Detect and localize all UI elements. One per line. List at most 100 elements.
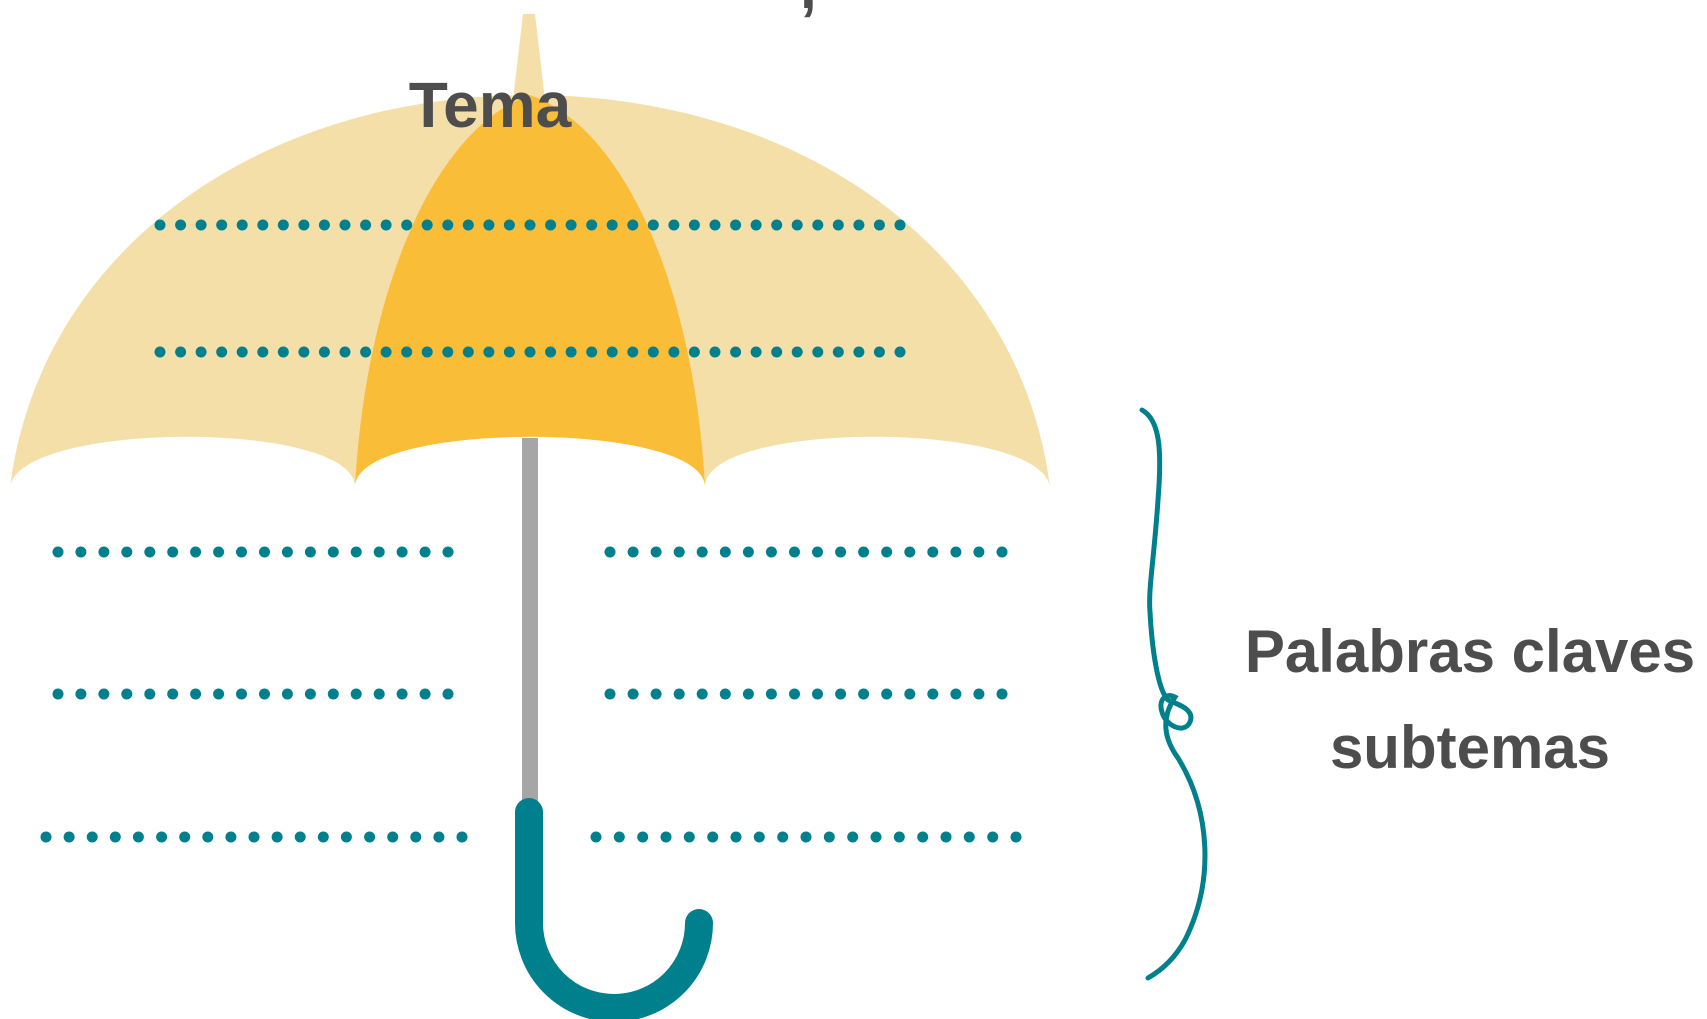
dot (627, 688, 639, 700)
dot (167, 688, 179, 700)
dot (586, 346, 598, 358)
dot (401, 346, 413, 358)
dot (881, 688, 893, 700)
dot (996, 546, 1008, 558)
dot (673, 546, 685, 558)
dot (373, 688, 385, 700)
dot (483, 346, 495, 358)
dot (604, 546, 616, 558)
dot (791, 219, 803, 231)
right-dotted-line-3 (590, 831, 1022, 843)
dot (660, 831, 672, 843)
dot (791, 346, 803, 358)
dot (75, 688, 87, 700)
dot (433, 831, 445, 843)
dot (236, 219, 248, 231)
dot (753, 831, 765, 843)
dot (719, 688, 731, 700)
dot (442, 346, 454, 358)
dot (750, 219, 762, 231)
dot (456, 831, 468, 843)
dot (688, 346, 700, 358)
dot (832, 346, 844, 358)
dot (387, 831, 399, 843)
dot (410, 831, 422, 843)
dot (590, 831, 602, 843)
dot (257, 346, 269, 358)
dot (771, 219, 783, 231)
dot (154, 346, 166, 358)
canopy-dotted-line-2 (154, 346, 906, 358)
dot (823, 831, 835, 843)
dot (294, 831, 306, 843)
dot (870, 831, 882, 843)
topic-title: Tema (409, 69, 572, 141)
dot (339, 346, 351, 358)
dot (765, 546, 777, 558)
top-mark: , (800, 0, 817, 21)
dot (419, 688, 431, 700)
dot (360, 346, 372, 358)
dot (304, 546, 316, 558)
dot (565, 219, 577, 231)
dot (742, 688, 754, 700)
dot (800, 831, 812, 843)
dot (225, 831, 237, 843)
dot (606, 346, 618, 358)
dot (696, 546, 708, 558)
dot (881, 546, 893, 558)
dot (144, 546, 156, 558)
dot (627, 546, 639, 558)
dot (317, 831, 329, 843)
dot (421, 346, 433, 358)
dot (709, 219, 721, 231)
dot (950, 688, 962, 700)
dot (765, 688, 777, 700)
dot (894, 219, 906, 231)
dot (668, 219, 680, 231)
dot (75, 546, 87, 558)
dot (52, 546, 64, 558)
dot (421, 219, 433, 231)
dot (236, 346, 248, 358)
dot (650, 546, 662, 558)
dot (688, 219, 700, 231)
dot (156, 831, 168, 843)
dot (524, 219, 536, 231)
left-dotted-line-2 (52, 688, 454, 700)
right-dotted-line-1 (604, 546, 1008, 558)
dot (277, 346, 289, 358)
dot (442, 688, 454, 700)
side-label-line2: subtemas (1330, 714, 1610, 781)
dot (281, 546, 293, 558)
dot (650, 688, 662, 700)
dot (777, 831, 789, 843)
dot (730, 219, 742, 231)
dot (904, 688, 916, 700)
dot (175, 346, 187, 358)
dot (98, 688, 110, 700)
dot (545, 219, 557, 231)
dot (259, 546, 270, 558)
dot (894, 346, 906, 358)
dot (742, 546, 754, 558)
dot (973, 688, 985, 700)
dot (750, 346, 762, 358)
dot (730, 346, 742, 358)
dot (973, 546, 985, 558)
dot (668, 346, 680, 358)
dot (257, 219, 269, 231)
dot (812, 688, 823, 700)
right-dotted-line-2 (604, 688, 1008, 700)
dot (847, 831, 859, 843)
dot (277, 219, 289, 231)
dot (996, 688, 1008, 700)
dot (503, 219, 515, 231)
dot (281, 688, 293, 700)
dot (327, 546, 339, 558)
dot (442, 219, 454, 231)
dot (771, 346, 783, 358)
dot (190, 688, 202, 700)
dot (121, 546, 133, 558)
